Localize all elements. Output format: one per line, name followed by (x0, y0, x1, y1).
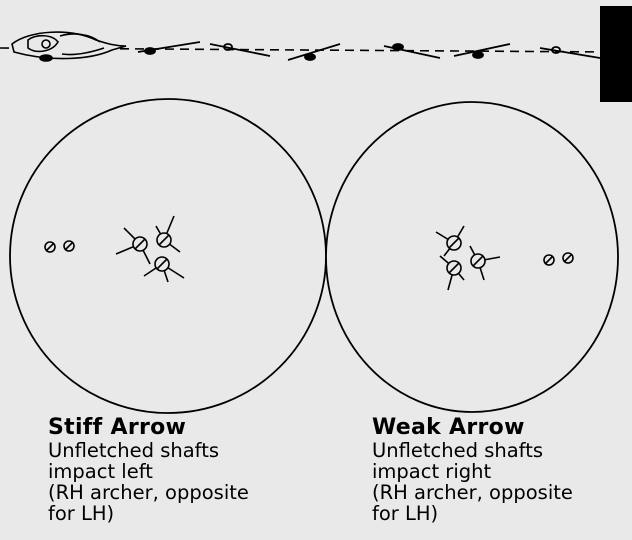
caption-line: (RH archer, opposite (372, 482, 632, 503)
caption-line: Unfletched shafts (48, 440, 328, 461)
caption-line: impact left (48, 461, 328, 482)
caption-line: impact right (372, 461, 632, 482)
bow-icon (12, 32, 126, 61)
caption-line: for LH) (48, 503, 328, 524)
target-block (600, 6, 632, 102)
caption-line: (RH archer, opposite (48, 482, 328, 503)
caption-title: Stiff Arrow (48, 416, 328, 440)
caption-line: Unfletched shafts (372, 440, 632, 461)
caption-line: for LH) (372, 503, 632, 524)
target-face (10, 99, 326, 413)
weak-arrow-target (326, 102, 618, 412)
stiff-arrow-target (10, 99, 326, 413)
caption-title: Weak Arrow (372, 416, 632, 440)
stiff-arrow-caption: Stiff Arrow Unfletched shafts impact lef… (48, 416, 328, 524)
weak-arrow-caption: Weak Arrow Unfletched shafts impact righ… (372, 416, 632, 524)
